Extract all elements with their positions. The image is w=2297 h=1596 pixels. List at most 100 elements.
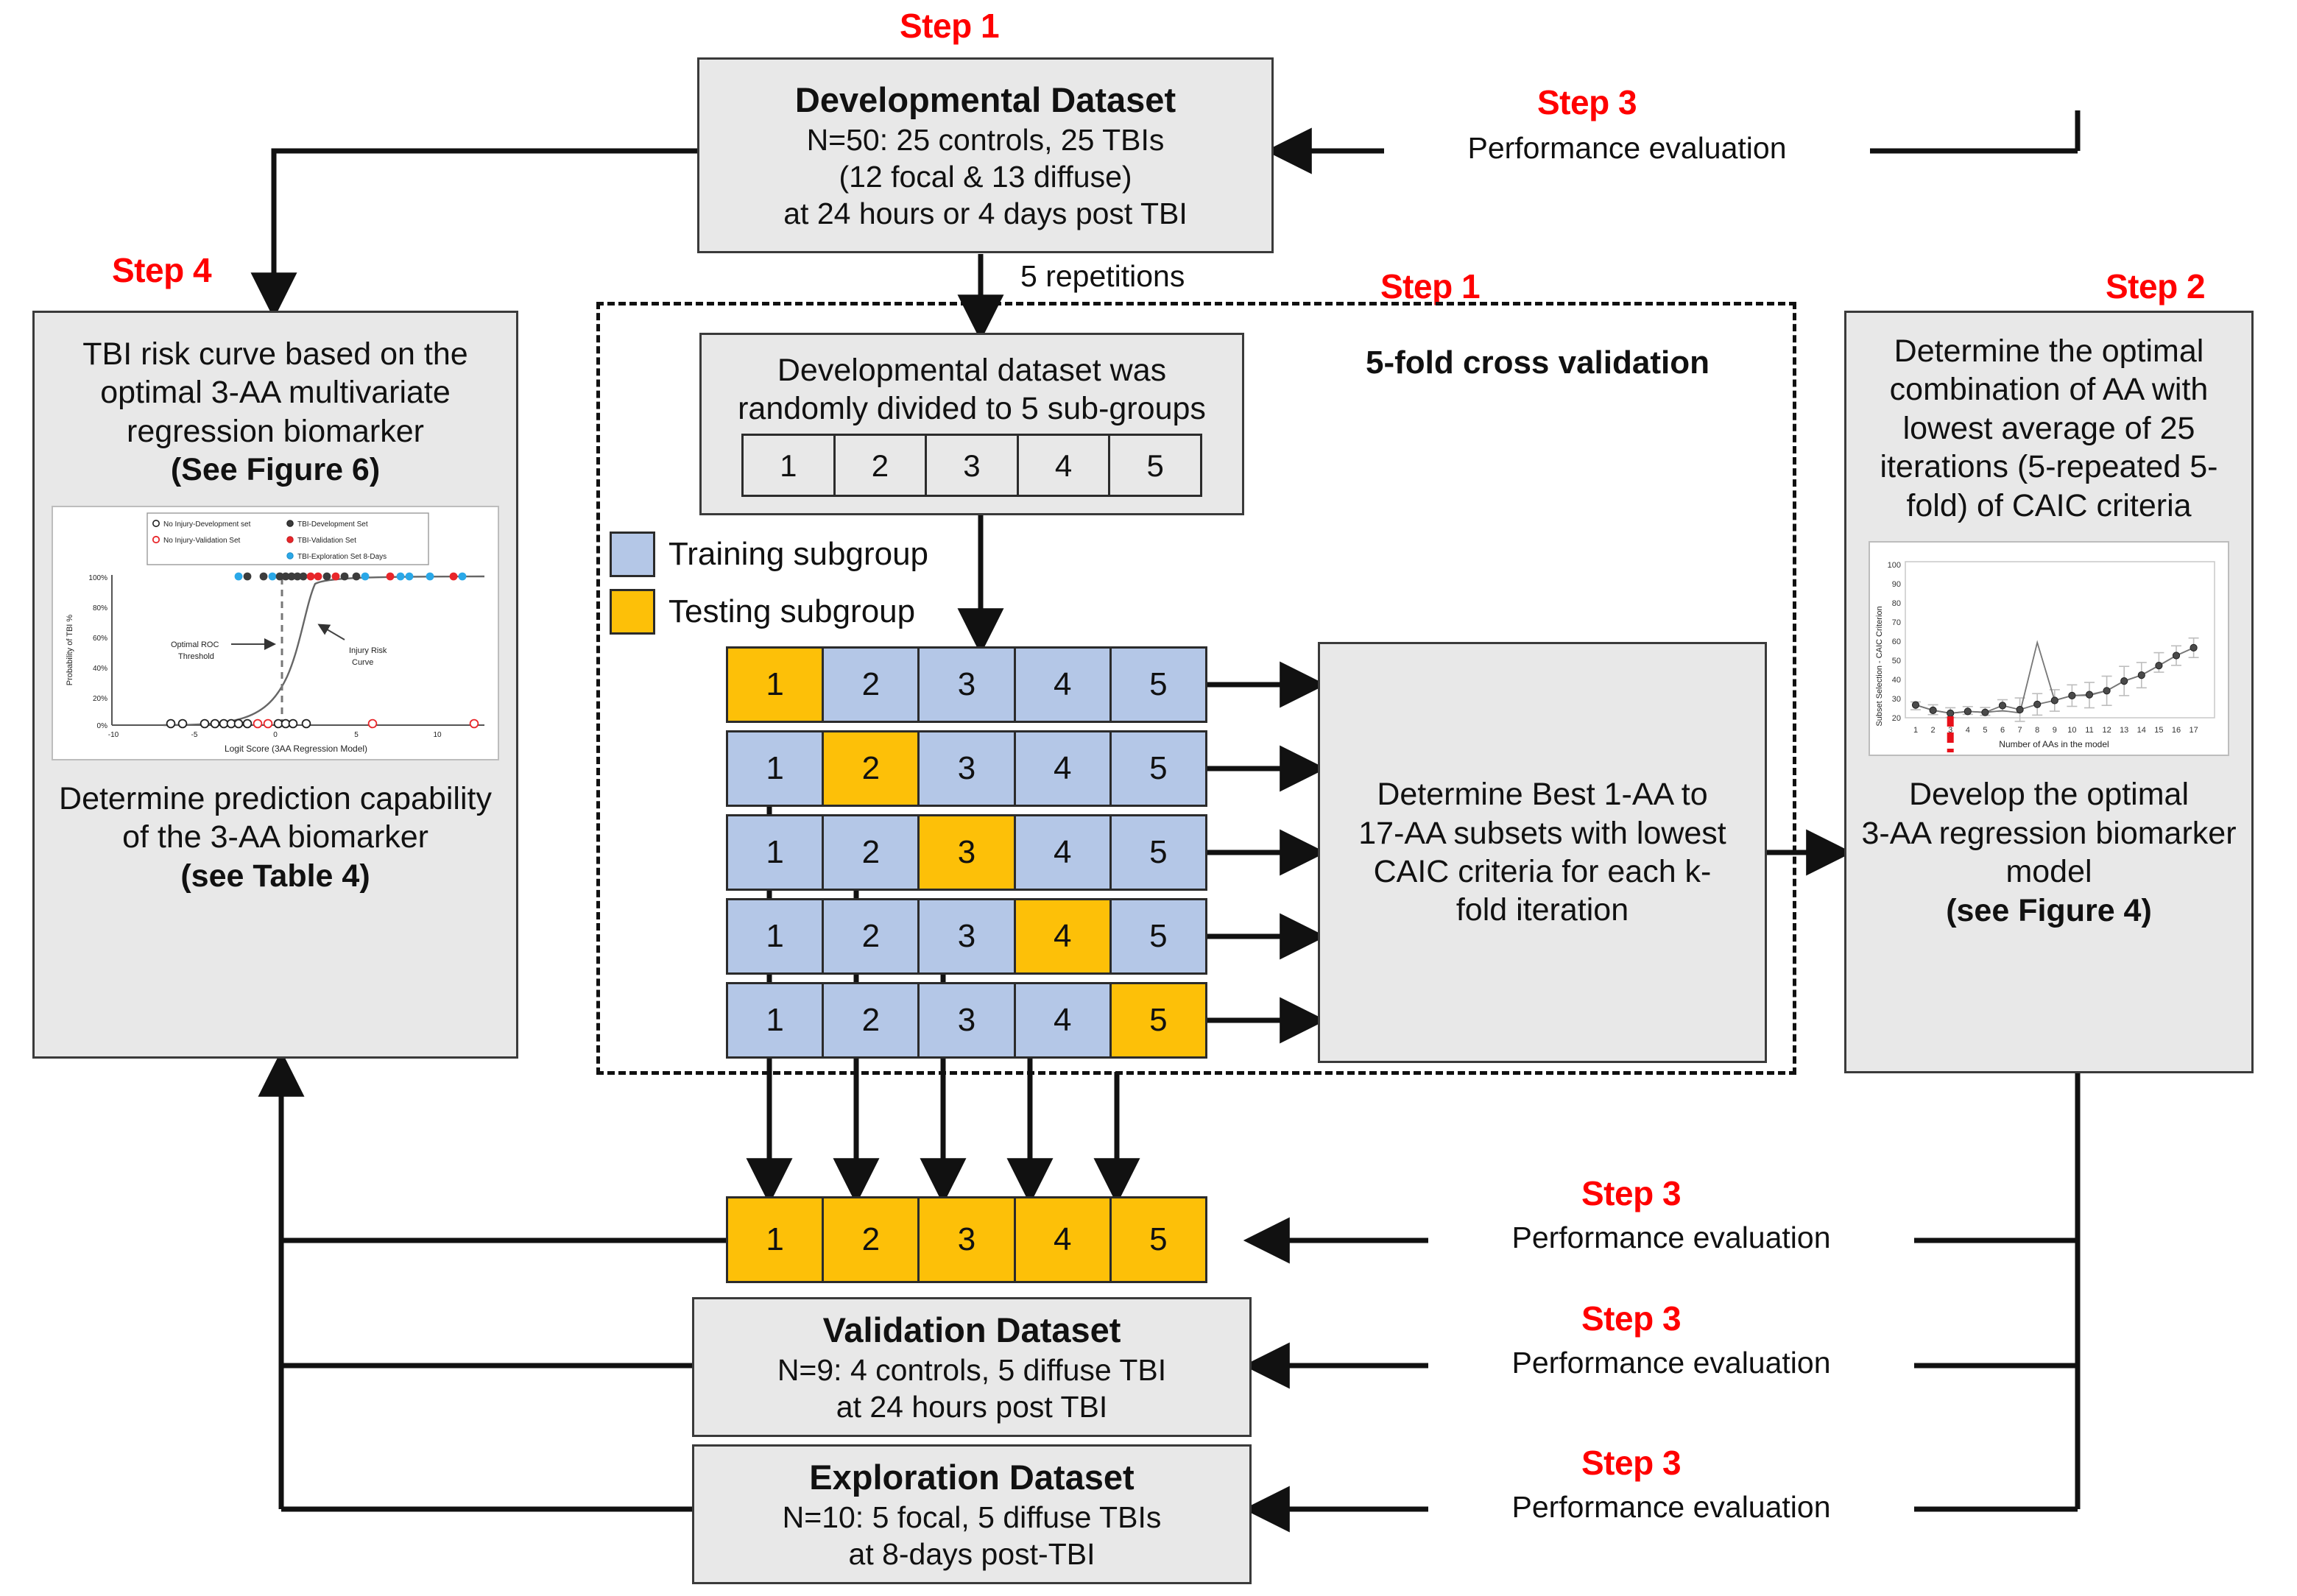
svg-text:0: 0 bbox=[273, 731, 278, 739]
performance-evaluation-label-2: Performance evaluation bbox=[1428, 1221, 1914, 1255]
svg-text:60: 60 bbox=[1892, 638, 1901, 646]
validation-line-2: at 24 hours post TBI bbox=[836, 1389, 1108, 1424]
fold-cell: 5 bbox=[1111, 732, 1206, 805]
svg-text:Subset Selection - CAIC Criter: Subset Selection - CAIC Criterion bbox=[1875, 607, 1884, 727]
step-4-label: Step 4 bbox=[112, 251, 212, 289]
svg-text:16: 16 bbox=[2172, 726, 2181, 735]
svg-text:Threshold: Threshold bbox=[178, 652, 214, 661]
svg-text:100%: 100% bbox=[88, 574, 107, 582]
svg-text:2: 2 bbox=[1931, 726, 1936, 735]
fold-cell: 2 bbox=[824, 649, 920, 721]
fold-cell: 2 bbox=[824, 900, 920, 972]
determine-best-line-2: 17-AA subsets with lowest bbox=[1358, 815, 1726, 851]
fold-cell: 5 bbox=[1111, 900, 1206, 972]
svg-text:10: 10 bbox=[2067, 726, 2076, 735]
validation-dataset-box: Validation Dataset N=9: 4 controls, 5 di… bbox=[692, 1297, 1252, 1437]
fold-cell: 2 bbox=[824, 816, 920, 889]
fold-cell: 4 bbox=[1015, 984, 1112, 1056]
step4-bottom-line-1: Determine prediction capability bbox=[59, 780, 492, 816]
fold-cell: 1 bbox=[728, 732, 825, 805]
fold-cell: 5 bbox=[1111, 649, 1206, 721]
svg-text:Curve: Curve bbox=[352, 658, 373, 667]
fold-cell: 5 bbox=[1111, 984, 1206, 1056]
fold-row-5: 1 2 3 4 5 bbox=[726, 982, 1207, 1059]
fold-row-4: 1 2 3 4 5 bbox=[726, 898, 1207, 975]
svg-text:12: 12 bbox=[2102, 726, 2111, 735]
svg-text:4: 4 bbox=[1966, 726, 1970, 735]
svg-text:90: 90 bbox=[1892, 580, 1901, 589]
cross-validation-title: 5-fold cross validation bbox=[1366, 345, 1709, 381]
svg-text:Logit Score (3AA Regression Mo: Logit Score (3AA Regression Model) bbox=[225, 744, 367, 754]
fold-row-2: 1 2 3 4 5 bbox=[726, 730, 1207, 807]
fold-cell: 2 bbox=[824, 732, 920, 805]
exploration-dataset-box: Exploration Dataset N=10: 5 focal, 5 dif… bbox=[692, 1444, 1252, 1584]
fold-cell: 1 bbox=[728, 984, 825, 1056]
svg-text:TBI-Validation Set: TBI-Validation Set bbox=[297, 537, 356, 545]
fold-cell: 3 bbox=[920, 649, 1016, 721]
cross-validation-region bbox=[596, 302, 1796, 1075]
legend-training: Training subgroup bbox=[610, 532, 928, 577]
fold-row-3: 1 2 3 4 5 bbox=[726, 814, 1207, 891]
svg-text:17: 17 bbox=[2189, 726, 2198, 735]
developmental-line-2: (12 focal & 13 diffuse) bbox=[839, 159, 1132, 194]
step2-line-3: lowest average of 25 bbox=[1902, 410, 2195, 446]
exploration-line-2: at 8-days post-TBI bbox=[848, 1536, 1095, 1571]
step-1b-label: Step 1 bbox=[1380, 267, 1481, 306]
step4-bottom-line-3: (see Table 4) bbox=[180, 858, 370, 894]
result-cell: 5 bbox=[1111, 1198, 1206, 1281]
results-row: 1 2 3 4 5 bbox=[726, 1196, 1207, 1283]
svg-text:80%: 80% bbox=[93, 604, 107, 612]
developmental-line-3: at 24 hours or 4 days post TBI bbox=[783, 196, 1188, 230]
svg-text:0%: 0% bbox=[97, 722, 108, 730]
svg-text:50: 50 bbox=[1892, 657, 1901, 665]
determine-best-box: Determine Best 1-AA to 17-AA subsets wit… bbox=[1318, 642, 1767, 1063]
svg-text:3: 3 bbox=[1948, 726, 1952, 735]
step4-line-2: optimal 3-AA multivariate bbox=[100, 375, 451, 411]
determine-best-line-4: fold iteration bbox=[1456, 892, 1629, 928]
result-cell: 2 bbox=[824, 1198, 920, 1281]
fold-cell: 3 bbox=[920, 900, 1016, 972]
step-2-label: Step 2 bbox=[2106, 267, 2206, 306]
result-cell: 3 bbox=[920, 1198, 1016, 1281]
svg-text:5: 5 bbox=[1983, 726, 1987, 735]
result-cell: 1 bbox=[728, 1198, 825, 1281]
training-label: Training subgroup bbox=[668, 536, 929, 572]
svg-text:5: 5 bbox=[354, 731, 359, 739]
svg-text:Probability of TBI %: Probability of TBI % bbox=[66, 614, 74, 685]
fold-cell: 2 bbox=[824, 984, 920, 1056]
svg-text:14: 14 bbox=[2137, 726, 2146, 735]
step-3b-label: Step 3 bbox=[1581, 1174, 1682, 1212]
subgroup-table: 1 2 3 4 5 bbox=[741, 434, 1202, 498]
fold-cell: 1 bbox=[728, 816, 825, 889]
svg-text:Optimal ROC: Optimal ROC bbox=[171, 640, 219, 649]
svg-text:60%: 60% bbox=[93, 635, 107, 643]
split-line-2: randomly divided to 5 sub-groups bbox=[738, 391, 1206, 426]
svg-text:13: 13 bbox=[2120, 726, 2128, 735]
split-description-box: Developmental dataset was randomly divid… bbox=[699, 333, 1244, 515]
step-3a-label: Step 3 bbox=[1537, 83, 1637, 121]
step-4-panel: TBI risk curve based on the optimal 3-AA… bbox=[32, 311, 518, 1059]
step-3c-label: Step 3 bbox=[1581, 1299, 1682, 1338]
svg-text:100: 100 bbox=[1888, 561, 1901, 570]
exploration-line-1: N=10: 5 focal, 5 diffuse TBIs bbox=[782, 1500, 1162, 1534]
developmental-line-1: N=50: 25 controls, 25 TBIs bbox=[806, 122, 1165, 157]
svg-text:6: 6 bbox=[2000, 726, 2005, 735]
fold-cell: 4 bbox=[1015, 900, 1112, 972]
fold-cell: 1 bbox=[728, 649, 825, 721]
svg-text:11: 11 bbox=[2085, 726, 2093, 735]
svg-text:15: 15 bbox=[2154, 726, 2163, 735]
svg-text:Injury Risk: Injury Risk bbox=[349, 646, 387, 655]
svg-text:20%: 20% bbox=[93, 695, 107, 703]
svg-text:-10: -10 bbox=[108, 731, 119, 739]
training-swatch bbox=[610, 532, 655, 577]
repetitions-label: 5 repetitions bbox=[1020, 259, 1185, 293]
step2-bottom-line-3: model bbox=[2005, 854, 2092, 890]
step2-line-4: iterations (5-repeated 5- bbox=[1880, 449, 2218, 485]
svg-text:1: 1 bbox=[1913, 726, 1918, 735]
svg-text:80: 80 bbox=[1892, 599, 1901, 608]
validation-line-1: N=9: 4 controls, 5 diffuse TBI bbox=[777, 1352, 1167, 1387]
svg-text:8: 8 bbox=[2035, 726, 2039, 735]
step2-bottom-line-2: 3-AA regression biomarker bbox=[1861, 815, 2237, 851]
svg-text:70: 70 bbox=[1892, 618, 1901, 627]
